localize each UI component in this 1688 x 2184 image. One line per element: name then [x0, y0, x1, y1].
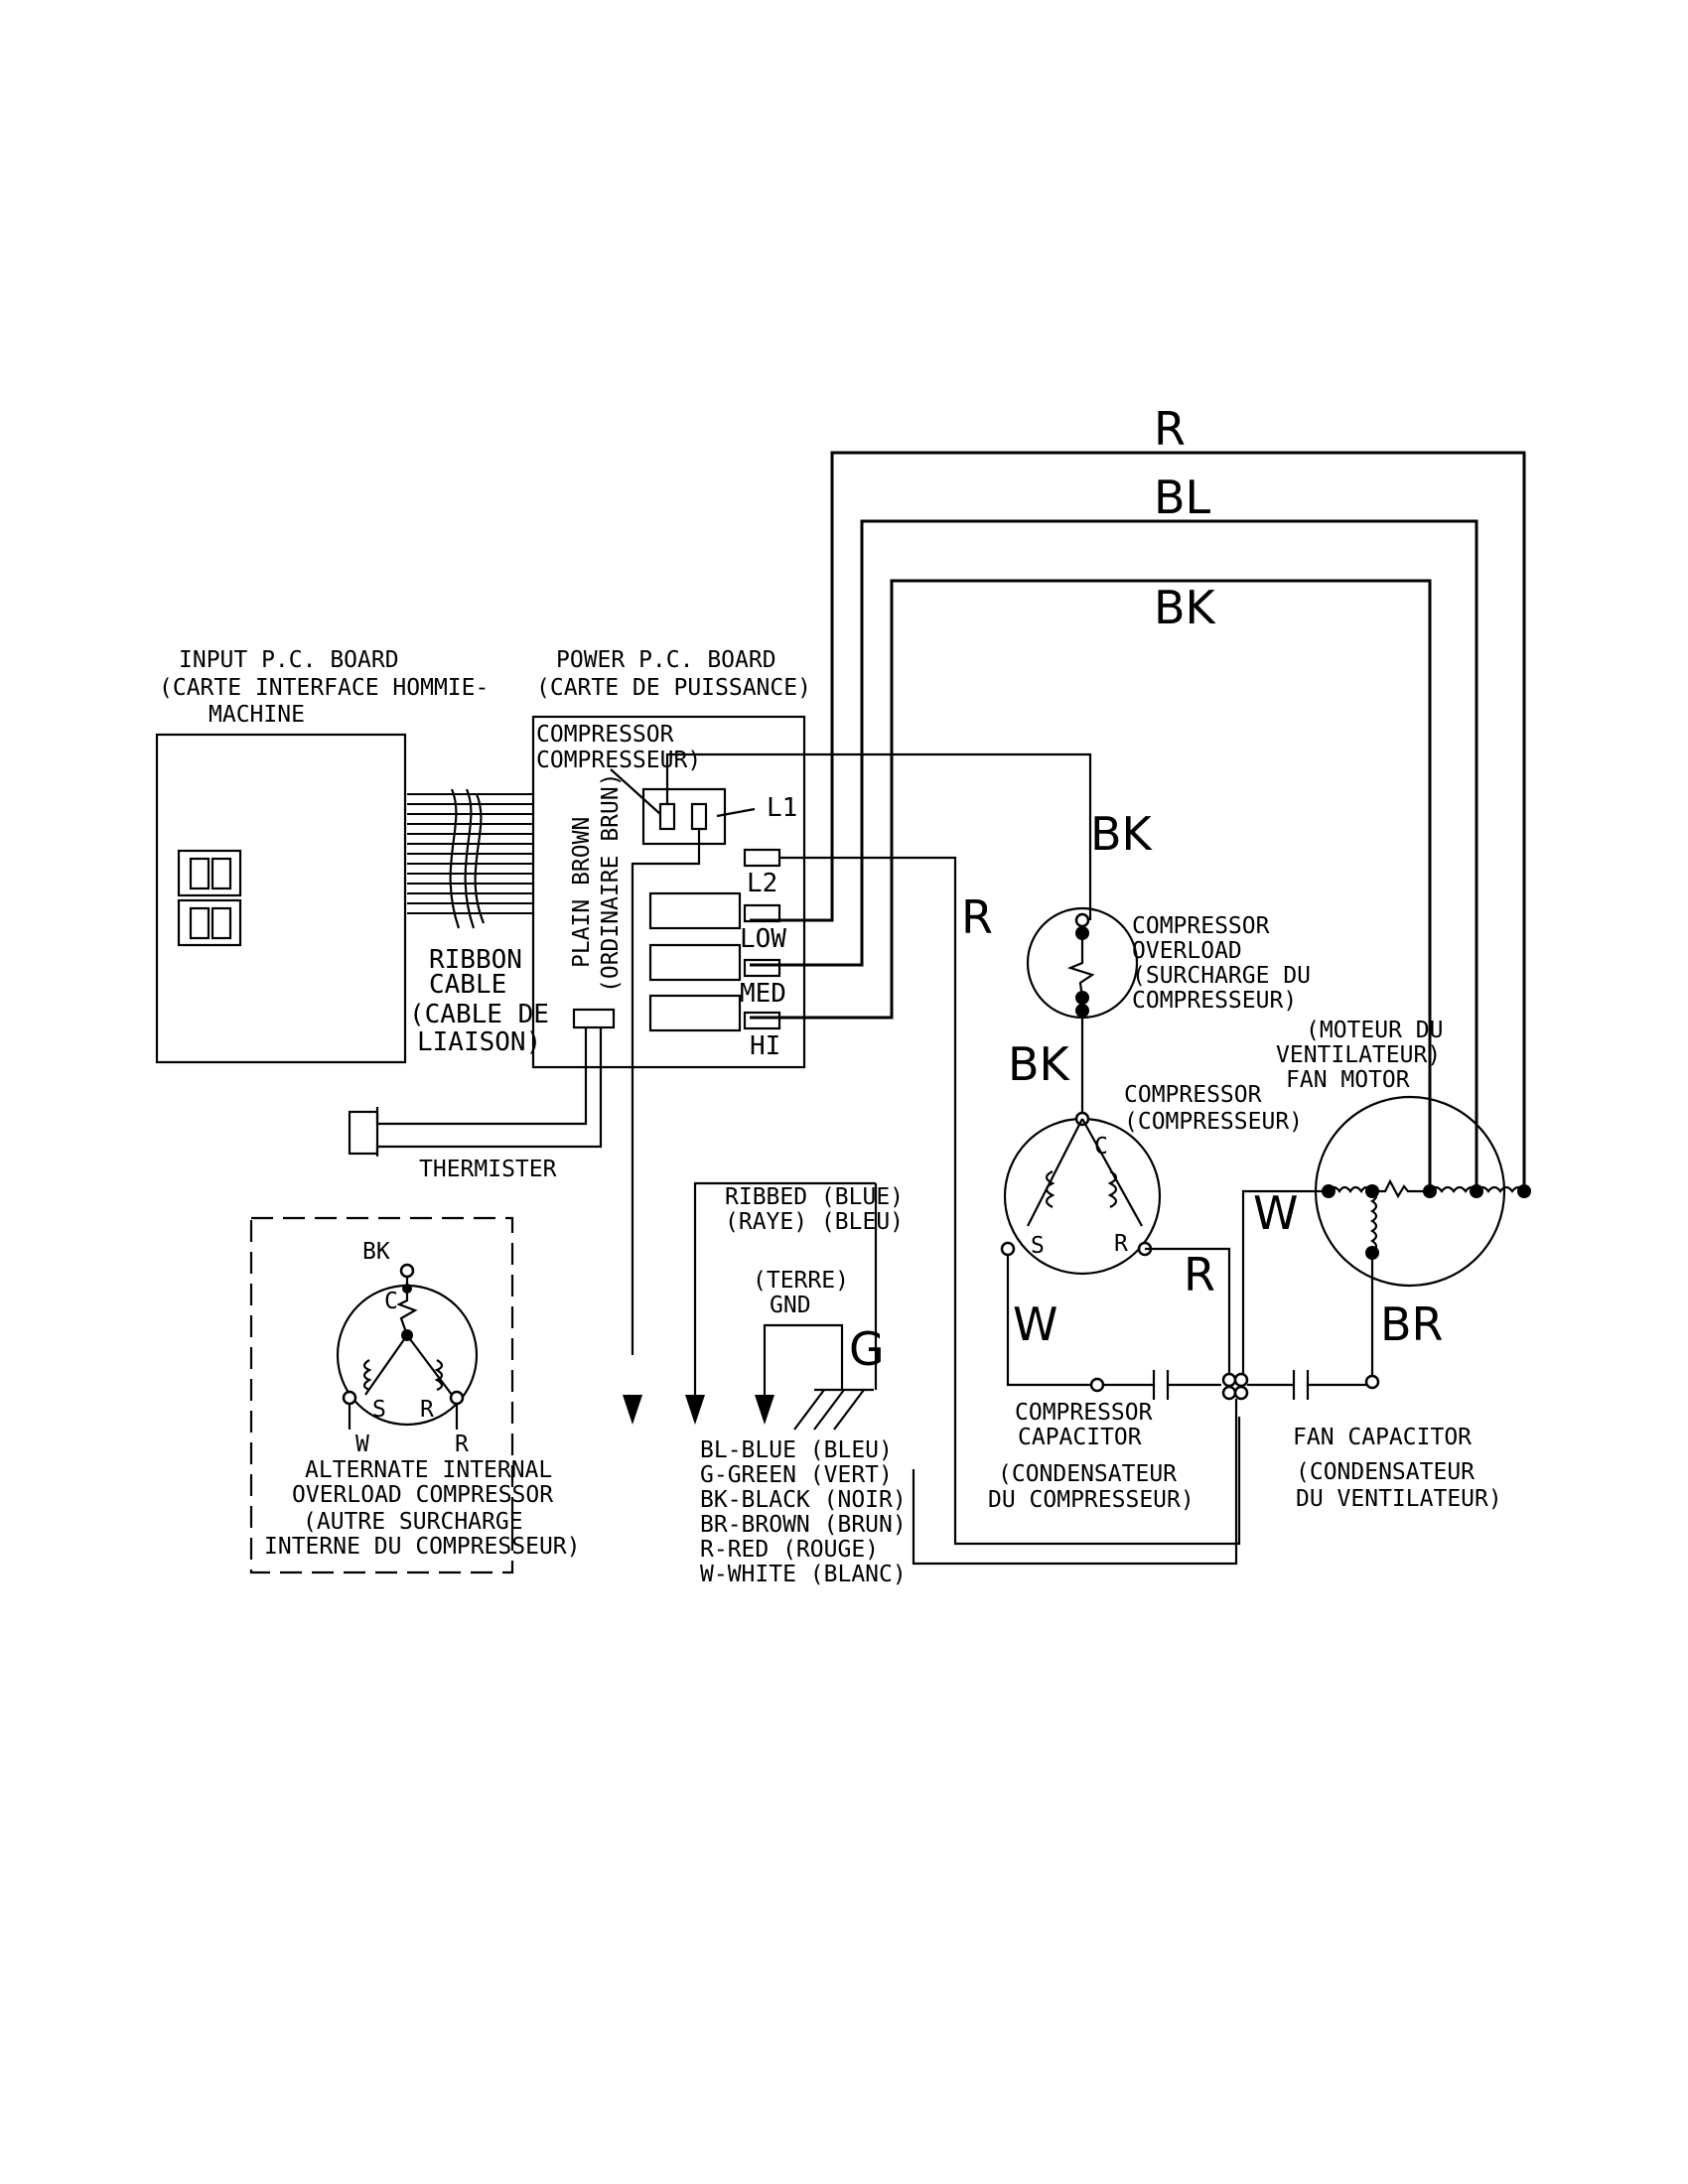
compressor: COMPRESSOR (COMPRESSEUR) C S R W R [1000, 1082, 1303, 1387]
comp-cap-label-3: (CONDENSATEUR [998, 1461, 1177, 1487]
compressor-label-1: COMPRESSOR [1124, 1082, 1262, 1108]
alternate-overload-box: BK C S R W R ALTERNATE INTERNAL OVERLOAD… [249, 1216, 581, 1574]
ground-section: RIBBED (BLUE) (RAYE) (BLEU) (TERRE) GND … [685, 1181, 915, 1587]
wire-label-bl-top: BL [1154, 471, 1211, 524]
power-board-subtitle: (CARTE DE PUISSANCE) [536, 675, 811, 701]
alt-w-label: W [355, 1432, 369, 1457]
input-board-subtitle: (CARTE INTERFACE HOMMIE- [159, 675, 489, 701]
alt-label-3: (AUTRE SURCHARGE [303, 1509, 523, 1535]
ribbon-label-2: CABLE [429, 970, 506, 1000]
ribbon-label-3: (CABLE DE [409, 1000, 549, 1029]
ribbon-cable: RIBBON CABLE (CABLE DE LIAISON) [407, 788, 549, 1057]
fan-motor-label-2: VENTILATEUR) [1276, 1042, 1441, 1068]
ribbed-label-1: RIBBED (BLUE) [725, 1184, 904, 1210]
fan-motor: (MOTEUR DU VENTILATEUR) FAN MOTOR W BR [1241, 1018, 1531, 1376]
input-pc-board: INPUT P.C. BOARD (CARTE INTERFACE HOMMIE… [155, 647, 489, 1064]
legend-entry: R-RED (ROUGE) [700, 1537, 879, 1563]
power-board-title: POWER P.C. BOARD [556, 647, 776, 673]
comp-cap-label-1: COMPRESSOR [1015, 1400, 1153, 1426]
overload-label-4: COMPRESSEUR) [1132, 988, 1297, 1014]
alt-bk-label: BK [362, 1239, 390, 1265]
ground-g-label: G [849, 1322, 885, 1376]
relay-label-2: COMPRESSEUR) [536, 748, 701, 773]
compressor-s-label: S [1031, 1233, 1045, 1259]
legend-entry: BR-BROWN (BRUN) [700, 1512, 907, 1538]
fan-capacitor: FAN CAPACITOR (CONDENSATEUR DU VENTILATE… [1247, 1370, 1502, 1512]
ribbon-label-4: LIAISON) [417, 1027, 541, 1057]
input-board-title: INPUT P.C. BOARD [179, 647, 399, 673]
relay-l1-label: L1 [767, 793, 797, 823]
compressor-r-label: R [1114, 1231, 1128, 1257]
wire-label-r-l2: R [961, 890, 993, 944]
alt-label-4: INTERNE DU COMPRESSEUR) [264, 1534, 581, 1560]
wire-label-bk-top: BK [1154, 581, 1217, 634]
terminal-low-label: LOW [740, 924, 786, 954]
fan-cap-label-3: DU VENTILATEUR) [1296, 1486, 1502, 1512]
alt-r-inner-label: R [420, 1397, 434, 1423]
overload-label-3: (SURCHARGE DU [1132, 963, 1311, 989]
l2-red-wire: R [779, 856, 1241, 1546]
fan-motor-label-3: FAN MOTOR [1286, 1067, 1410, 1093]
thermister-label: THERMISTER [419, 1157, 557, 1182]
fan-cap-label-1: FAN CAPACITOR [1293, 1425, 1472, 1450]
wire-label-w-fan: W [1253, 1186, 1298, 1240]
alt-s-label: S [372, 1397, 386, 1423]
terminal-l2-label: L2 [747, 869, 777, 898]
overload-label-2: OVERLOAD [1132, 938, 1242, 964]
legend-entry: W-WHITE (BLANC) [700, 1562, 907, 1587]
ribbon-label-1: RIBBON [429, 945, 522, 975]
terminal-hi-label: HI [750, 1031, 780, 1061]
legend-entry: G-GREEN (VERT) [700, 1462, 893, 1488]
ground-label-1: (TERRE) [753, 1268, 849, 1294]
wire-label-r-top: R [1154, 402, 1186, 456]
wire-label-w-comp: W [1013, 1297, 1057, 1351]
power-pc-board: POWER P.C. BOARD (CARTE DE PUISSANCE) CO… [348, 647, 1092, 1425]
alt-label-2: OVERLOAD COMPRESSOR [292, 1482, 553, 1508]
plain-brown-label: PLAIN BROWN [569, 817, 595, 968]
wire-label-br: BR [1380, 1297, 1444, 1351]
fan-cap-label-2: (CONDENSATEUR [1296, 1459, 1475, 1485]
alt-label-1: ALTERNATE INTERNAL [305, 1457, 552, 1483]
alt-r-outer-label: R [455, 1432, 469, 1457]
legend-entry: BK-BLACK (NOIR) [700, 1487, 907, 1513]
comp-cap-label-2: CAPACITOR [1018, 1425, 1142, 1450]
input-board-subtitle-2: MACHINE [209, 702, 305, 728]
wire-label-r-comp: R [1184, 1248, 1215, 1301]
compressor-c-label: C [1094, 1134, 1108, 1160]
relay-label-1: COMPRESSOR [536, 722, 674, 748]
legend-entry: BL-BLUE (BLEU) [700, 1437, 893, 1463]
wire-label-bk-upper: BK [1090, 807, 1154, 861]
compressor-label-2: (COMPRESSEUR) [1124, 1109, 1303, 1135]
overload-label-1: COMPRESSOR [1132, 913, 1270, 939]
fan-motor-label-1: (MOTEUR DU [1306, 1018, 1443, 1043]
top-wire-group: R BL BK [750, 402, 1526, 1191]
terminal-med-label: MED [740, 979, 786, 1009]
alt-c-label: C [384, 1289, 398, 1314]
compressor-capacitor: COMPRESSOR CAPACITOR (CONDENSATEUR DU CO… [988, 1370, 1249, 1513]
wire-label-bk-lower: BK [1008, 1037, 1071, 1091]
ground-label-2: GND [770, 1293, 811, 1318]
compressor-overload: BK COMPRESSOR OVERLOAD (SURCHARGE DU COM… [1008, 807, 1311, 1119]
return-wire [912, 1399, 1238, 1566]
comp-cap-label-4: DU COMPRESSEUR) [988, 1487, 1195, 1513]
ribbed-label-2: (RAYE) (BLEU) [725, 1209, 904, 1235]
plain-brown-label-2: (ORDINAIRE BRUN) [598, 772, 624, 993]
